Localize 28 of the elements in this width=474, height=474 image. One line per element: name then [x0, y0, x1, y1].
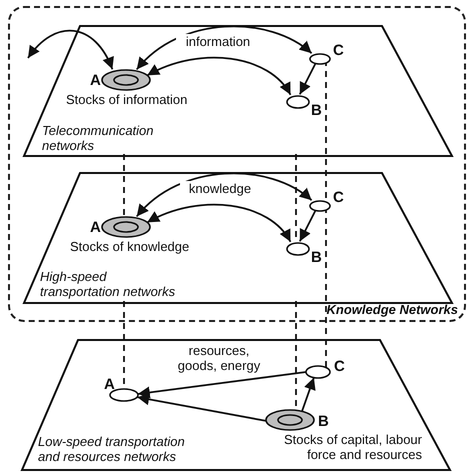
node-letter: C — [334, 358, 345, 376]
arrow — [146, 204, 292, 242]
node-caption: Stocks of capital, labour force and resources — [282, 432, 422, 462]
node-letter: C — [333, 42, 344, 60]
node-caption: Stocks of information — [66, 92, 188, 107]
node-letter: B — [311, 249, 322, 267]
plane-label: Telecommunication networks — [42, 123, 155, 153]
arrow — [136, 26, 312, 70]
node-letter: A — [104, 376, 115, 394]
arrow — [27, 30, 114, 70]
arrow — [136, 172, 312, 218]
node-letter: B — [311, 102, 322, 120]
dashed-frame — [8, 6, 466, 322]
arrow — [137, 393, 266, 422]
plane-label: High-speed transportation networks — [40, 269, 176, 299]
node-caption: Stocks of knowledge — [70, 239, 190, 254]
arrow — [146, 56, 292, 96]
dashed-connector — [123, 154, 125, 215]
node-letter: C — [333, 189, 344, 207]
arrow — [299, 208, 318, 242]
node-letter: A — [90, 72, 101, 90]
arrow — [301, 377, 316, 412]
arrow — [299, 62, 318, 95]
frame-title: Knowledge Networks — [326, 302, 458, 317]
arrow — [138, 371, 306, 398]
node-letter: A — [90, 219, 101, 237]
node-letter: B — [318, 413, 329, 431]
plane-label: Low-speed transportation and resources networks — [38, 434, 186, 464]
